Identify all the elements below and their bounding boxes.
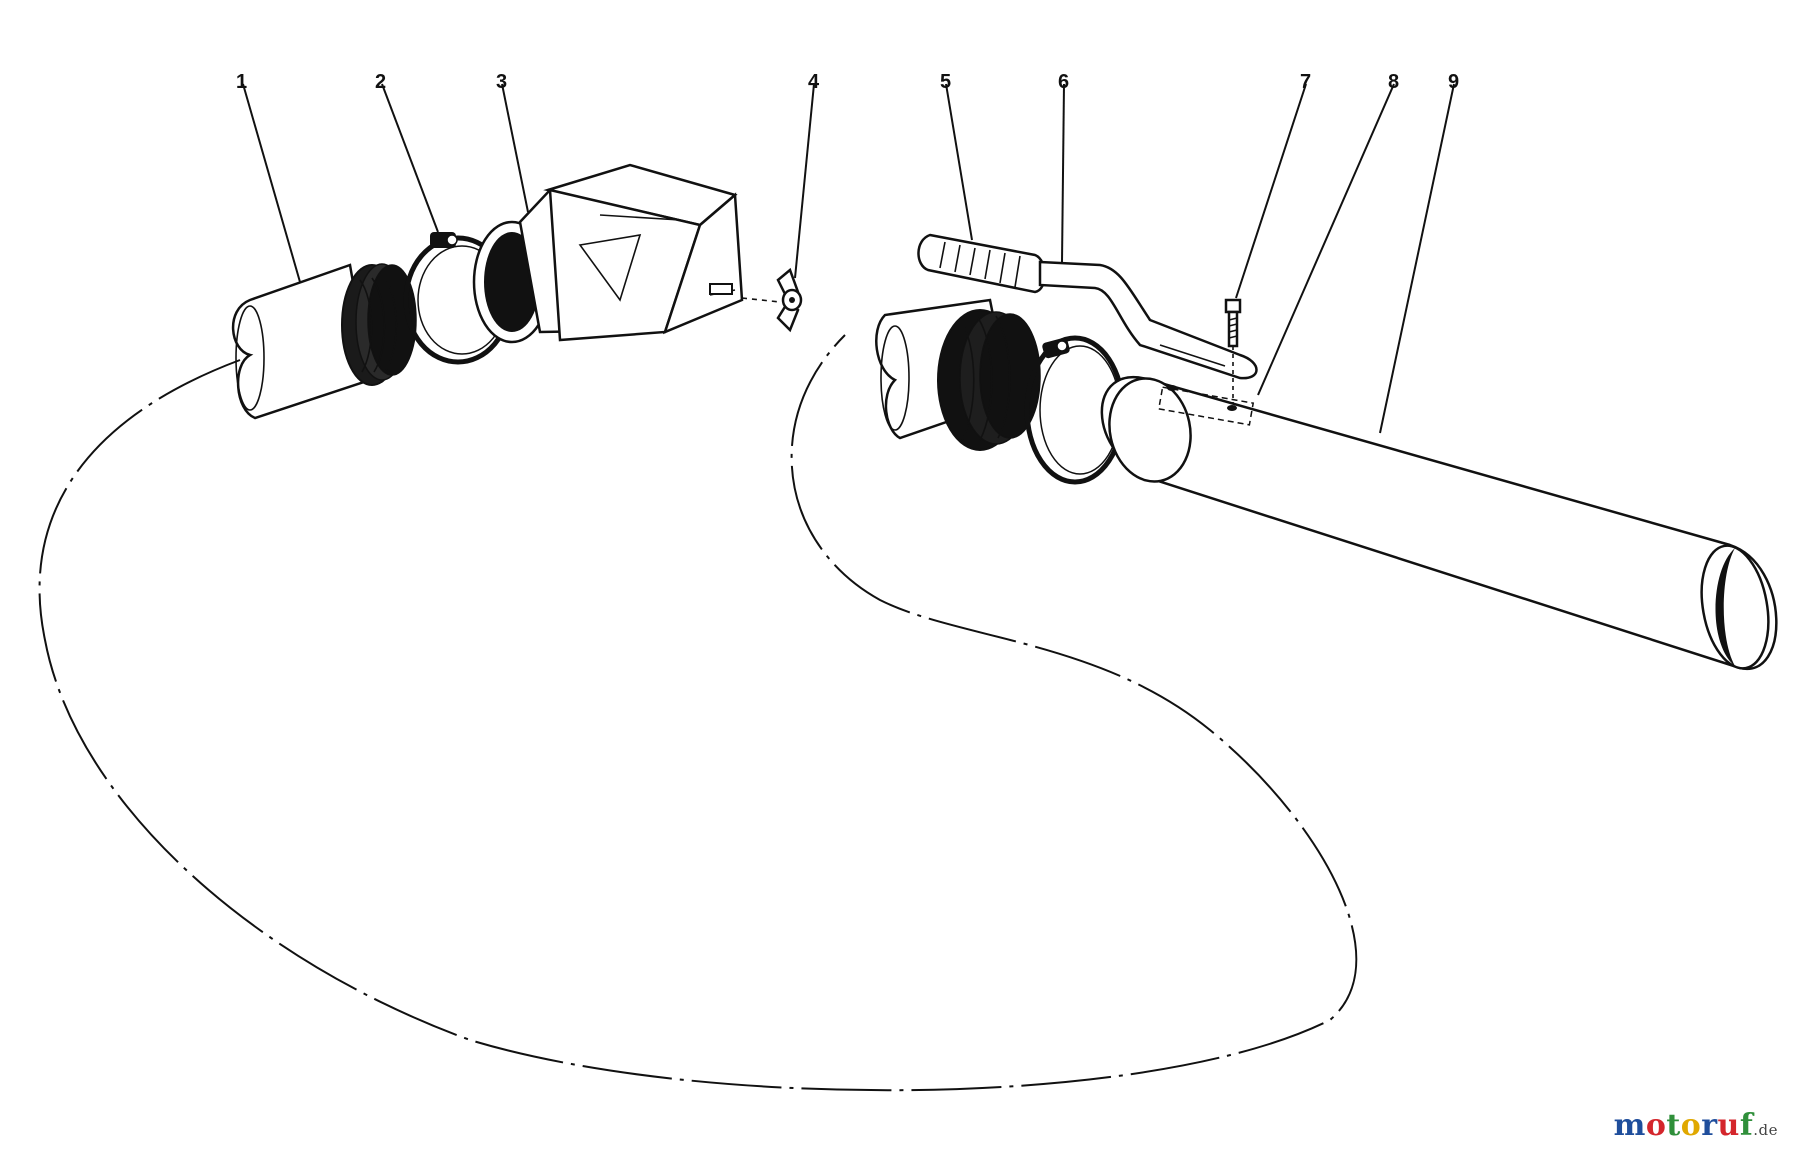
callout-1: 1 — [236, 71, 247, 93]
flexible-hose — [38, 334, 1358, 1092]
watermark-letter: m — [1613, 1108, 1646, 1143]
callout-7: 7 — [1300, 71, 1311, 93]
callout-6: 6 — [1058, 71, 1069, 93]
callout-5: 5 — [940, 71, 951, 93]
leader-2 — [381, 83, 439, 233]
part-5-handle-grip — [917, 233, 1046, 294]
watermark-letter: t — [1666, 1108, 1681, 1143]
leader-8 — [1257, 83, 1395, 396]
callout-8: 8 — [1388, 71, 1399, 93]
part-7-bolt — [1224, 298, 1242, 348]
leader-7 — [1235, 83, 1307, 299]
watermark-letter: r — [1701, 1108, 1718, 1143]
leader-5 — [945, 83, 973, 241]
part-3-discharge-adapter — [472, 163, 744, 344]
motoruf-watermark-logo: motoruf.de — [1614, 1108, 1778, 1143]
part-1-hose-coupling — [231, 263, 417, 420]
part-9-discharge-tube — [1100, 376, 1778, 671]
callout-numbers: 1 2 3 4 5 6 7 8 9 — [236, 71, 1459, 93]
watermark-letter: f — [1739, 1108, 1754, 1143]
leader-lines — [242, 83, 1455, 434]
leader-4 — [794, 83, 815, 279]
callout-9: 9 — [1448, 71, 1459, 93]
watermark-letter: o — [1680, 1108, 1702, 1143]
leader-3 — [501, 83, 529, 213]
watermark-letters: motoruf — [1614, 1108, 1754, 1143]
leader-9 — [1379, 83, 1455, 434]
watermark-suffix: .de — [1753, 1121, 1778, 1139]
part-6-handle-bar — [1038, 260, 1258, 380]
callout-3: 3 — [496, 71, 507, 93]
leader-6 — [1061, 83, 1065, 263]
watermark-letter: u — [1717, 1108, 1740, 1143]
watermark-letter: o — [1645, 1108, 1667, 1143]
hose-right-coupling — [875, 298, 1041, 451]
callout-2: 2 — [375, 71, 386, 93]
part-4-wing-nut — [776, 267, 803, 333]
callout-4: 4 — [808, 71, 820, 93]
leader-1 — [242, 83, 301, 283]
